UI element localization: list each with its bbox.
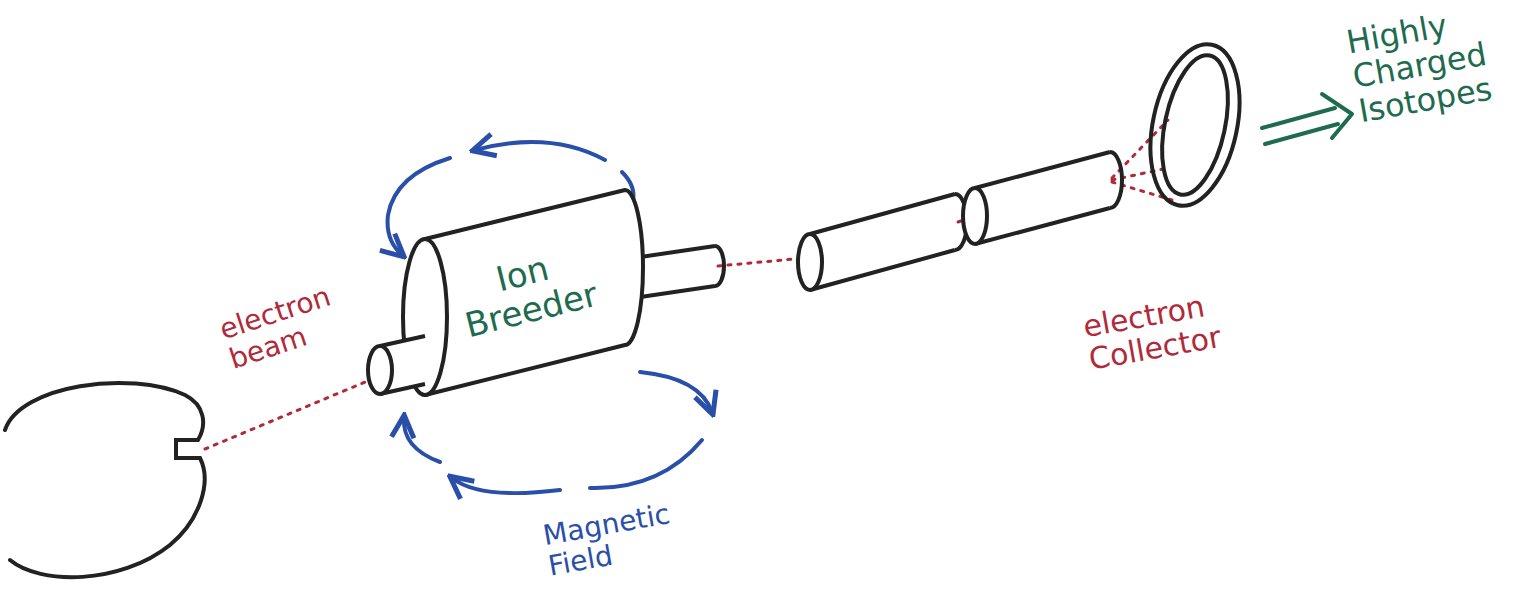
drift-tube	[798, 194, 967, 290]
electron-collector-ring	[1137, 36, 1253, 214]
electron-gun	[5, 383, 205, 577]
field-label: Magnetic Field	[541, 495, 699, 582]
magnetic-field-arrows	[388, 142, 712, 493]
collector-label: electron Collector	[1081, 280, 1265, 375]
beam-label: electron beam	[216, 270, 378, 375]
output-arrow	[1262, 94, 1352, 144]
electron-beam-line	[205, 120, 1172, 449]
ion-breeder-cylinder: Ion Breeder	[395, 180, 655, 405]
drift-tube	[963, 152, 1122, 244]
output-label: Highly Charged Isotopes	[1344, 0, 1510, 130]
